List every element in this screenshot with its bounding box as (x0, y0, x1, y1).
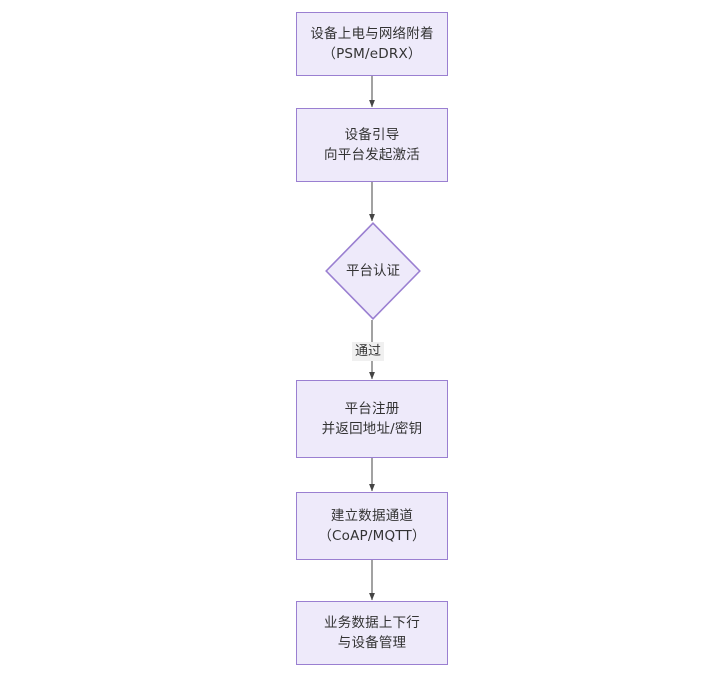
node-bootstrap-line1: 设备引导 (344, 127, 400, 143)
node-platform-authentication: 平台认证 (325, 222, 421, 320)
diamond-shape (325, 222, 421, 320)
node-channel-line1: 建立数据通道 (330, 508, 414, 524)
node-power-line1: 设备上电与网络附着 (310, 26, 434, 42)
node-power-line2: （PSM/eDRX） (322, 46, 422, 62)
node-service-line1: 业务数据上下行 (324, 615, 420, 631)
node-device-bootstrap: 设备引导 向平台发起激活 (296, 108, 448, 182)
node-channel-line2: （CoAP/MQTT） (318, 528, 426, 544)
node-register-line2: 并返回地址/密钥 (321, 421, 423, 437)
node-service-data: 业务数据上下行 与设备管理 (296, 601, 448, 665)
node-platform-registration: 平台注册 并返回地址/密钥 (296, 380, 448, 458)
node-auth-label: 平台认证 (346, 263, 400, 279)
edge-label-pass: 通过 (352, 342, 385, 361)
node-service-line2: 与设备管理 (337, 635, 407, 651)
node-data-channel: 建立数据通道 （CoAP/MQTT） (296, 492, 448, 560)
node-register-line1: 平台注册 (344, 401, 400, 417)
node-bootstrap-line2: 向平台发起激活 (324, 147, 420, 163)
node-device-power-on: 设备上电与网络附着 （PSM/eDRX） (296, 12, 448, 76)
